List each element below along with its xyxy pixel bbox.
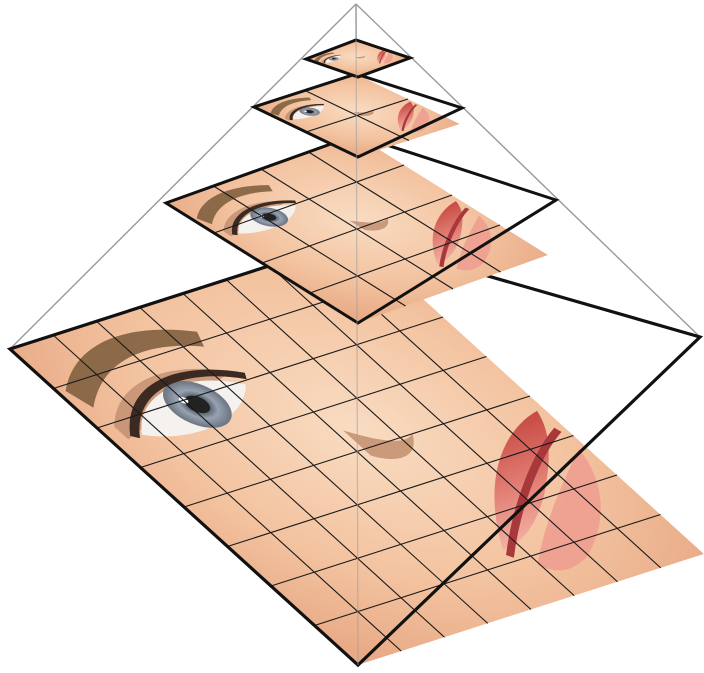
pyramid-level-3	[306, 40, 410, 77]
level-3-face-image	[306, 40, 408, 77]
pyramid-level-2	[254, 74, 462, 157]
pyramid-layers	[10, 4, 704, 665]
